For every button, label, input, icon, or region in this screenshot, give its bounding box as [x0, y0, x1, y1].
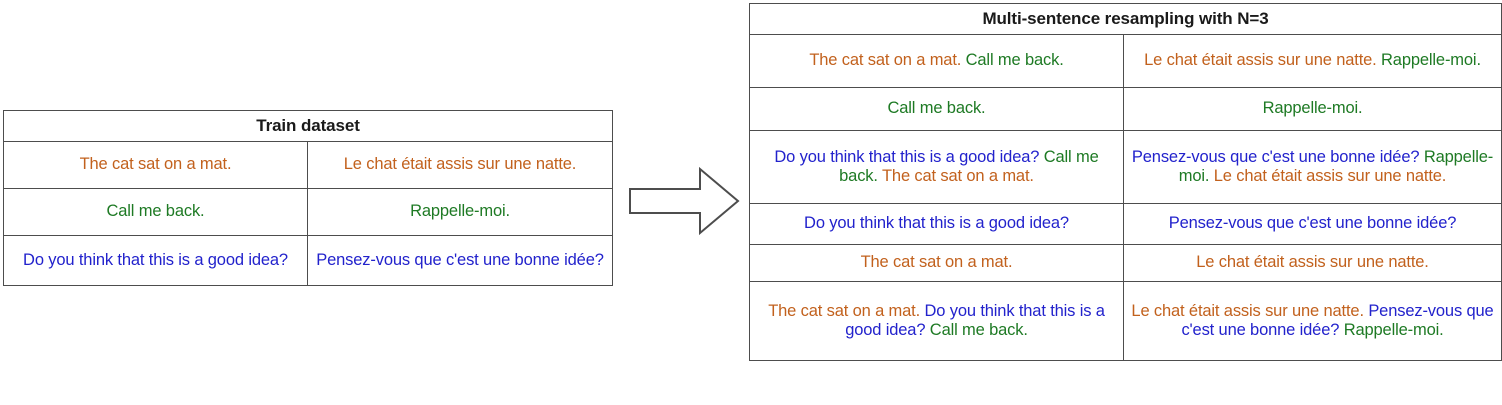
target-sentence-cell-segment: Le chat était assis sur une natte. — [1196, 253, 1429, 272]
source-sentence-cell-segment: Do you think that this is a good idea? — [804, 214, 1069, 233]
target-sentence-cell-segment: Le chat était assis sur une natte. — [343, 155, 577, 174]
train-dataset-title: Train dataset — [2, 110, 614, 142]
target-sentence-cell-segment: Pensez-vous que c'est une bonne idée? — [1181, 301, 1494, 339]
source-sentence-cell-segment: The cat sat on a mat. — [768, 301, 921, 320]
table-row: The cat sat on a mat. Le chat était assis… — [3, 141, 614, 189]
source-sentence-cell-segment: Call me back. — [839, 147, 1099, 185]
target-sentence-cell: Pensez-vous que c'est une bonne idée? — [1122, 203, 1502, 245]
target-sentence-cell: Le chat était assis sur une natte. — [1122, 244, 1502, 282]
resampling-body: The cat sat on a mat. Call me back.Le ch… — [749, 34, 1502, 361]
table-row: Do you think that this is a good idea? Pe… — [749, 203, 1502, 245]
target-sentence-cell-segment: Pensez-vous que c'est une bonne idée? — [1168, 214, 1457, 233]
source-sentence-cell-segment: Call me back. — [929, 321, 1028, 339]
resampling-title: Multi-sentence resampling with N=3 — [748, 3, 1502, 35]
source-sentence-cell-segment: Call me back. — [965, 51, 1064, 70]
target-sentence-cell: Le chat était assis sur une natte. — [306, 141, 614, 189]
source-sentence-cell-segment: Do you think that this is a good idea? — [774, 147, 1040, 166]
source-sentence-cell: Do you think that this is a good idea? — [749, 203, 1124, 245]
source-sentence-cell-segment: The cat sat on a mat. — [79, 155, 232, 174]
target-sentence-cell-segment: Pensez-vous que c'est une bonne idée? — [1131, 147, 1420, 166]
target-sentence-cell: Rappelle-moi. — [1122, 87, 1502, 131]
target-sentence-cell: Le chat était assis sur une natte. Rappe… — [1122, 34, 1502, 88]
table-row: The cat sat on a mat. Le chat était assis… — [749, 244, 1502, 282]
table-row: Do you think that this is a good idea? Pe… — [3, 235, 614, 286]
table-row: The cat sat on a mat. Do you think that … — [749, 281, 1502, 361]
target-sentence-cell-segment: Le chat était assis sur une natte. — [1213, 167, 1447, 185]
resampling-table: Multi-sentence resampling with N=3 The c… — [748, 3, 1502, 361]
target-sentence-cell: Rappelle-moi. — [306, 188, 614, 236]
source-sentence-cell-segment: The cat sat on a mat. — [809, 51, 962, 70]
target-sentence-cell-segment: Le chat était assis sur une natte. — [1144, 51, 1377, 70]
source-sentence-cell-segment: The cat sat on a mat. — [860, 253, 1013, 272]
table-row: Call me back. Rappelle-moi. — [3, 188, 614, 236]
source-sentence-cell-segment: Do you think that this is a good idea? — [23, 250, 288, 269]
source-sentence-cell: Do you think that this is a good idea? — [3, 235, 308, 286]
source-sentence-cell: The cat sat on a mat. — [749, 244, 1124, 282]
source-sentence-cell: Call me back. — [3, 188, 308, 236]
source-sentence-cell-segment: Do you think that this is a good idea? — [845, 301, 1105, 339]
table-row: Do you think that this is a good idea? C… — [749, 130, 1502, 204]
target-sentence-cell-segment: Rappelle-moi. — [1178, 147, 1494, 185]
target-sentence-cell-segment: Pensez-vous que c'est une bonne idée? — [316, 250, 604, 269]
source-sentence-cell-segment: The cat sat on a mat. — [881, 167, 1034, 185]
target-sentence-cell: Pensez-vous que c'est une bonne idée? — [306, 235, 614, 286]
table-header-row: Train dataset — [2, 110, 614, 142]
target-sentence-cell: Le chat était assis sur une natte. Pense… — [1122, 281, 1502, 361]
source-sentence-cell-segment: Call me back. — [887, 99, 986, 118]
train-dataset-table: Train dataset The cat sat on a mat. Le ch… — [2, 110, 614, 286]
table-row: The cat sat on a mat. Call me back.Le ch… — [749, 34, 1502, 88]
right-block-arrow-icon — [628, 166, 740, 236]
target-sentence-cell-segment: Rappelle-moi. — [1343, 321, 1444, 339]
table-header-row: Multi-sentence resampling with N=3 — [748, 3, 1502, 35]
target-sentence-cell-segment: Le chat était assis sur une natte. — [1131, 301, 1364, 320]
source-sentence-cell: The cat sat on a mat. Call me back. — [749, 34, 1124, 88]
target-sentence-cell: Pensez-vous que c'est une bonne idée? Ra… — [1122, 130, 1502, 204]
source-sentence-cell-segment: Call me back. — [106, 202, 205, 221]
train-dataset-body: The cat sat on a mat. Le chat était assis… — [3, 141, 614, 286]
table-row: Call me back. Rappelle-moi. — [749, 87, 1502, 131]
target-sentence-cell-segment: Rappelle-moi. — [410, 202, 510, 221]
target-sentence-cell-segment: Rappelle-moi. — [1262, 99, 1363, 118]
source-sentence-cell: Do you think that this is a good idea? C… — [749, 130, 1124, 204]
source-sentence-cell: Call me back. — [749, 87, 1124, 131]
source-sentence-cell: The cat sat on a mat. Do you think that … — [749, 281, 1124, 361]
target-sentence-cell-segment: Rappelle-moi. — [1381, 51, 1481, 70]
source-sentence-cell: The cat sat on a mat. — [3, 141, 308, 189]
